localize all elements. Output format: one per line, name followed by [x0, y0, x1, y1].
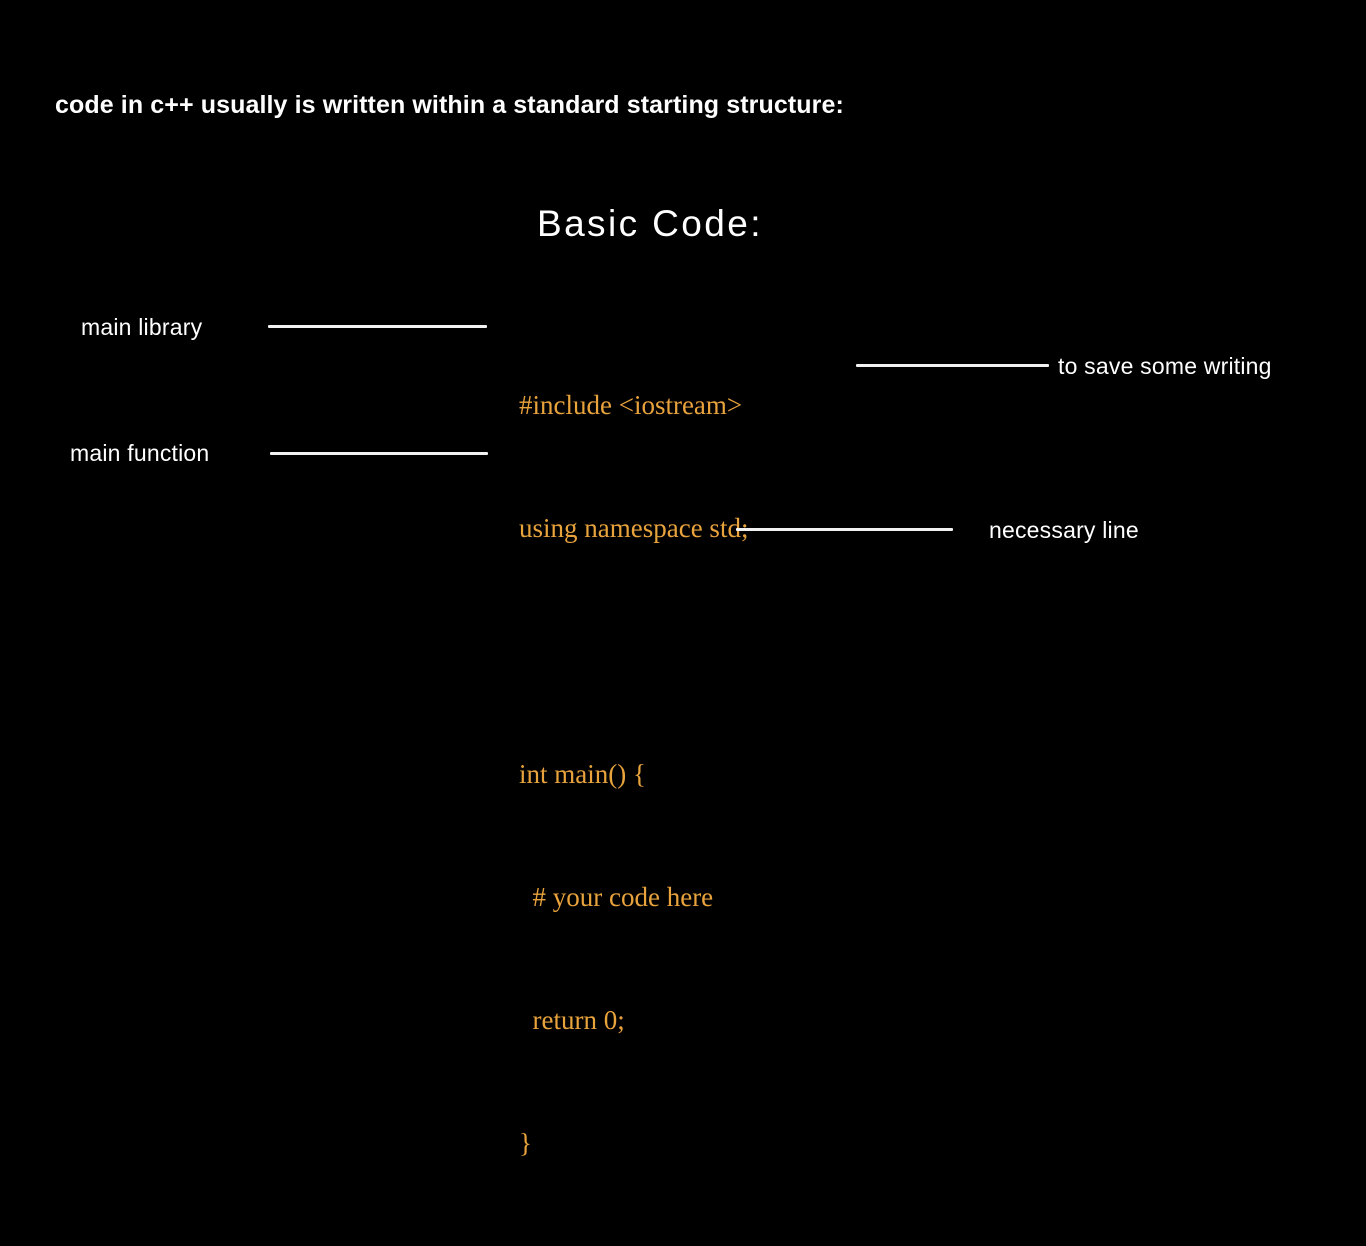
slide-canvas: code in c++ usually is written within a …: [55, 91, 1272, 1158]
code-line-blank: [519, 631, 748, 672]
annotation-connector-main-library: [268, 325, 487, 328]
annotation-label-main-library: main library: [81, 314, 203, 340]
page-title: code in c++ usually is written within a …: [55, 91, 844, 119]
annotation-label-necessary-line: necessary line: [989, 517, 1139, 543]
annotation-connector-necessary-line: [736, 528, 953, 531]
code-line-int-main: int main() {: [519, 759, 646, 789]
code-line-comment: # your code here: [519, 882, 714, 912]
code-line-return: return 0;: [519, 1005, 625, 1035]
code-line-close-brace: }: [519, 1128, 532, 1158]
annotation-connector-to-save-some-writing: [856, 364, 1049, 367]
section-title: Basic Code:: [537, 203, 763, 244]
annotation-connector-main-function: [270, 452, 488, 455]
code-line-include: #include <iostream>: [519, 390, 743, 420]
annotation-label-main-function: main function: [70, 440, 210, 466]
code-line-using: using namespace std;: [519, 513, 749, 543]
code-block: #include <iostream> using namespace std;…: [519, 303, 748, 1246]
annotation-label-to-save-some-writing: to save some writing: [1058, 353, 1272, 379]
